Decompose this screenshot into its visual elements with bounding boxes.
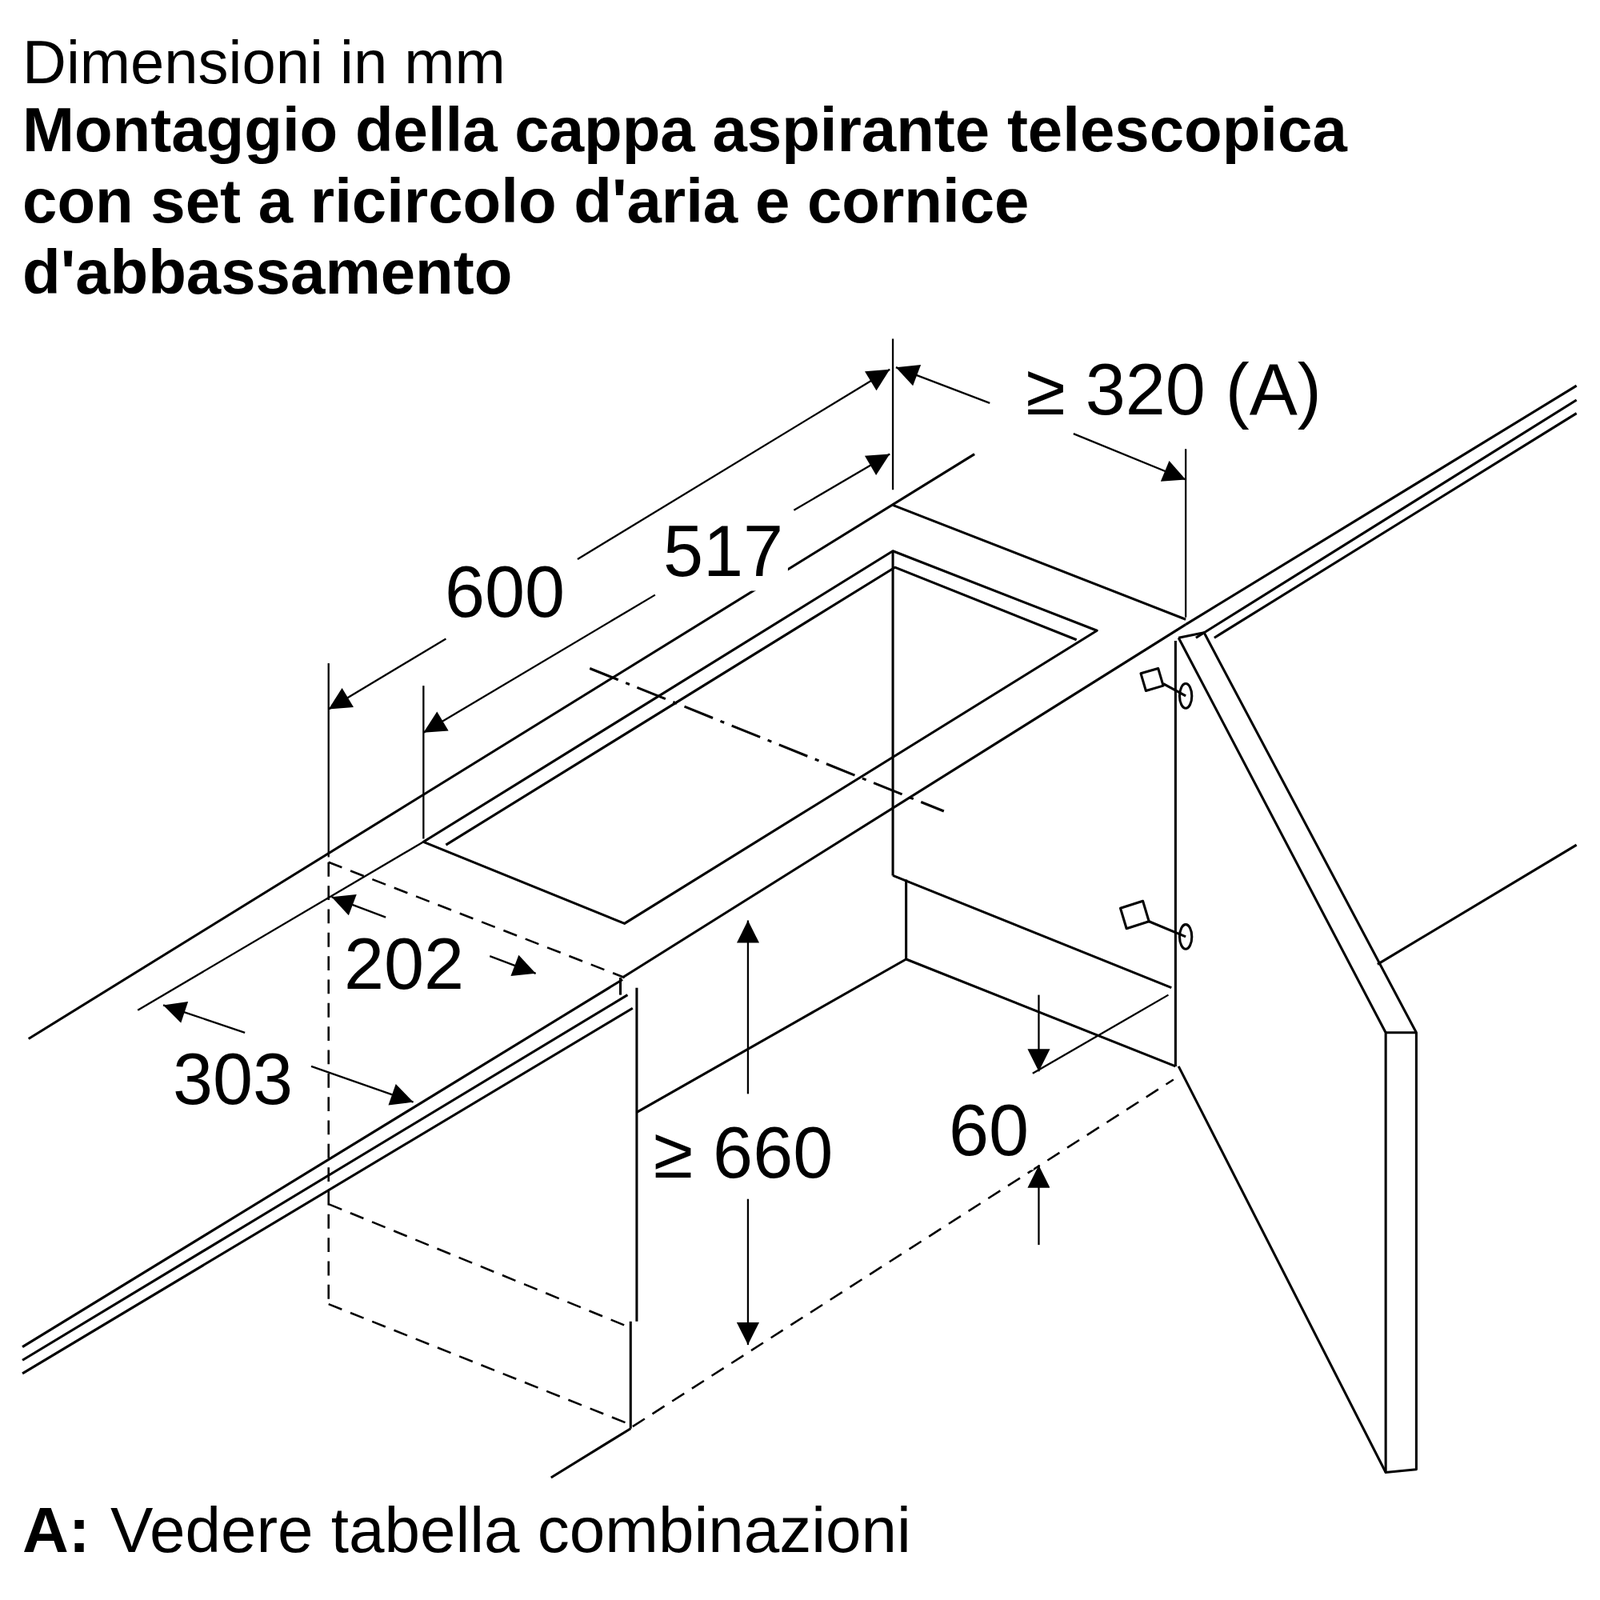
- dimension-label: 600: [440, 552, 570, 632]
- dimension-label: 303: [168, 1040, 298, 1120]
- dimension-label: ≥ 320 (A): [1020, 350, 1327, 430]
- note-key: A:: [22, 1495, 90, 1566]
- dimension-label: ≥ 660: [648, 1113, 839, 1193]
- dimension-label: 202: [339, 924, 469, 1004]
- note-text: Vedere tabella combinazioni: [110, 1495, 912, 1566]
- dimension-label: 60: [944, 1091, 1034, 1171]
- title: Montaggio della cappa aspirante telescop…: [22, 94, 1447, 308]
- dimension-label: 517: [658, 512, 788, 592]
- units-note: Dimensioni in mm: [22, 28, 506, 96]
